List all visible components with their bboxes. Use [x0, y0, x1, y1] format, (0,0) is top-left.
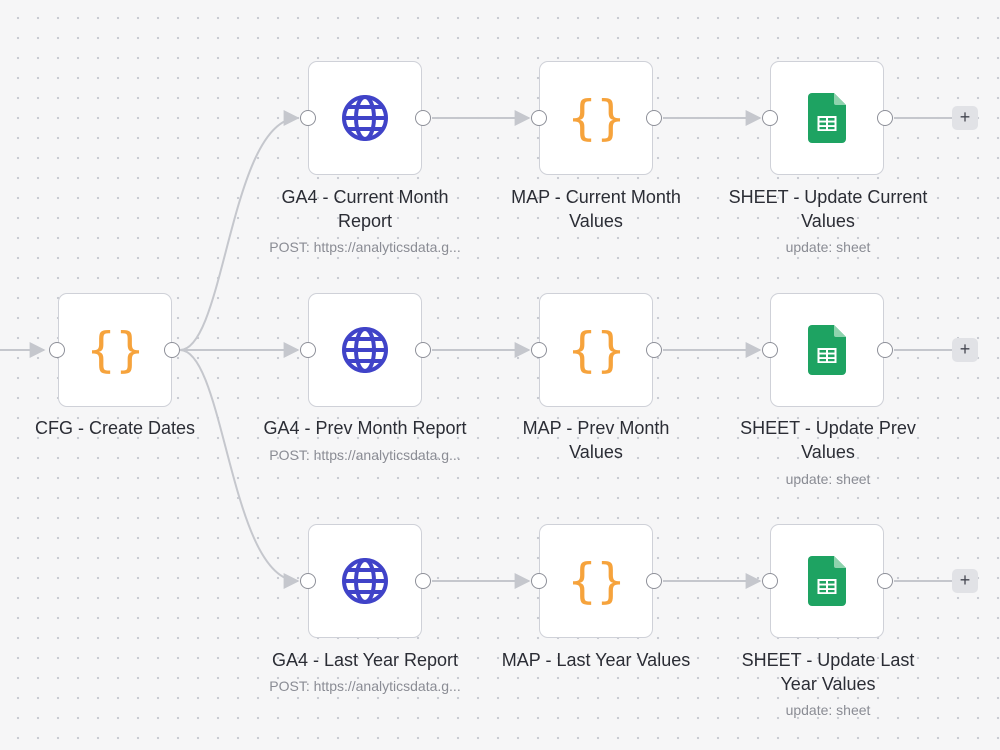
ga4-last-output-handle[interactable] [415, 573, 431, 589]
add-node-button[interactable]: + [952, 569, 978, 593]
ga4-prev-month-node[interactable] [308, 293, 422, 407]
map-last-year-node[interactable]: {} [539, 524, 653, 638]
add-node-button[interactable]: + [952, 338, 978, 362]
sheet-update-last-year-node[interactable] [770, 524, 884, 638]
cfg-create-dates-node[interactable]: {} [58, 293, 172, 407]
cfg-input-handle[interactable] [49, 342, 65, 358]
sheet-prev-node-subtitle: update: sheet [785, 471, 871, 487]
code-braces-icon: {} [567, 553, 626, 609]
sheet-last-node-subtitle: update: sheet [785, 702, 871, 718]
google-sheets-icon [808, 325, 846, 375]
map-current-output-handle[interactable] [646, 110, 662, 126]
sheet-current-output-handle[interactable] [877, 110, 893, 126]
sheet-update-prev-node[interactable] [770, 293, 884, 407]
ga4-current-node-title: GA4 - Current Month Report [281, 187, 449, 231]
globe-icon [342, 327, 388, 373]
sheet-current-node-title: SHEET - Update Current Values [728, 187, 928, 231]
ga4-current-month-node[interactable] [308, 61, 422, 175]
map-current-input-handle[interactable] [531, 110, 547, 126]
map-prev-month-node[interactable]: {} [539, 293, 653, 407]
add-node-button[interactable]: + [952, 106, 978, 130]
ga4-current-output-handle[interactable] [415, 110, 431, 126]
ga4-last-node-title: GA4 - Last Year Report [271, 650, 459, 670]
sheet-last-node-title: SHEET - Update Last Year Values [741, 650, 915, 694]
map-current-month-node[interactable]: {} [539, 61, 653, 175]
ga4-prev-node-subtitle: POST: https://analyticsdata.g... [269, 447, 461, 463]
sheet-last-input-handle[interactable] [762, 573, 778, 589]
sheet-prev-output-handle[interactable] [877, 342, 893, 358]
edge-cfg-to-ga4-last[interactable] [179, 349, 300, 589]
sheet-prev-input-handle[interactable] [762, 342, 778, 358]
ga4-prev-node-title: GA4 - Prev Month Report [263, 418, 467, 438]
cfg-node-title: CFG - Create Dates [34, 418, 196, 438]
ga4-current-node-subtitle: POST: https://analyticsdata.g... [269, 239, 461, 255]
code-braces-icon: {} [567, 322, 626, 378]
code-braces-icon: {} [567, 90, 626, 146]
ga4-last-year-node[interactable] [308, 524, 422, 638]
sheet-current-input-handle[interactable] [762, 110, 778, 126]
edge-cfg-to-ga4-current[interactable] [179, 110, 300, 351]
ga4-current-input-handle[interactable] [300, 110, 316, 126]
sheet-update-current-node[interactable] [770, 61, 884, 175]
globe-icon [342, 558, 388, 604]
globe-icon [342, 95, 388, 141]
map-last-output-handle[interactable] [646, 573, 662, 589]
google-sheets-icon [808, 93, 846, 143]
ga4-prev-input-handle[interactable] [300, 342, 316, 358]
sheet-prev-node-title: SHEET - Update Prev Values [740, 418, 916, 462]
map-prev-node-title: MAP - Prev Month Values [522, 418, 670, 462]
code-braces-icon: {} [86, 322, 145, 378]
sheet-last-output-handle[interactable] [877, 573, 893, 589]
ga4-last-node-subtitle: POST: https://analyticsdata.g... [269, 678, 461, 694]
map-current-node-title: MAP - Current Month Values [511, 187, 681, 231]
map-prev-output-handle[interactable] [646, 342, 662, 358]
map-last-node-title: MAP - Last Year Values [501, 650, 691, 670]
map-prev-input-handle[interactable] [531, 342, 547, 358]
sheet-current-node-subtitle: update: sheet [785, 239, 871, 255]
map-last-input-handle[interactable] [531, 573, 547, 589]
google-sheets-icon [808, 556, 846, 606]
ga4-last-input-handle[interactable] [300, 573, 316, 589]
cfg-output-handle[interactable] [164, 342, 180, 358]
ga4-prev-output-handle[interactable] [415, 342, 431, 358]
